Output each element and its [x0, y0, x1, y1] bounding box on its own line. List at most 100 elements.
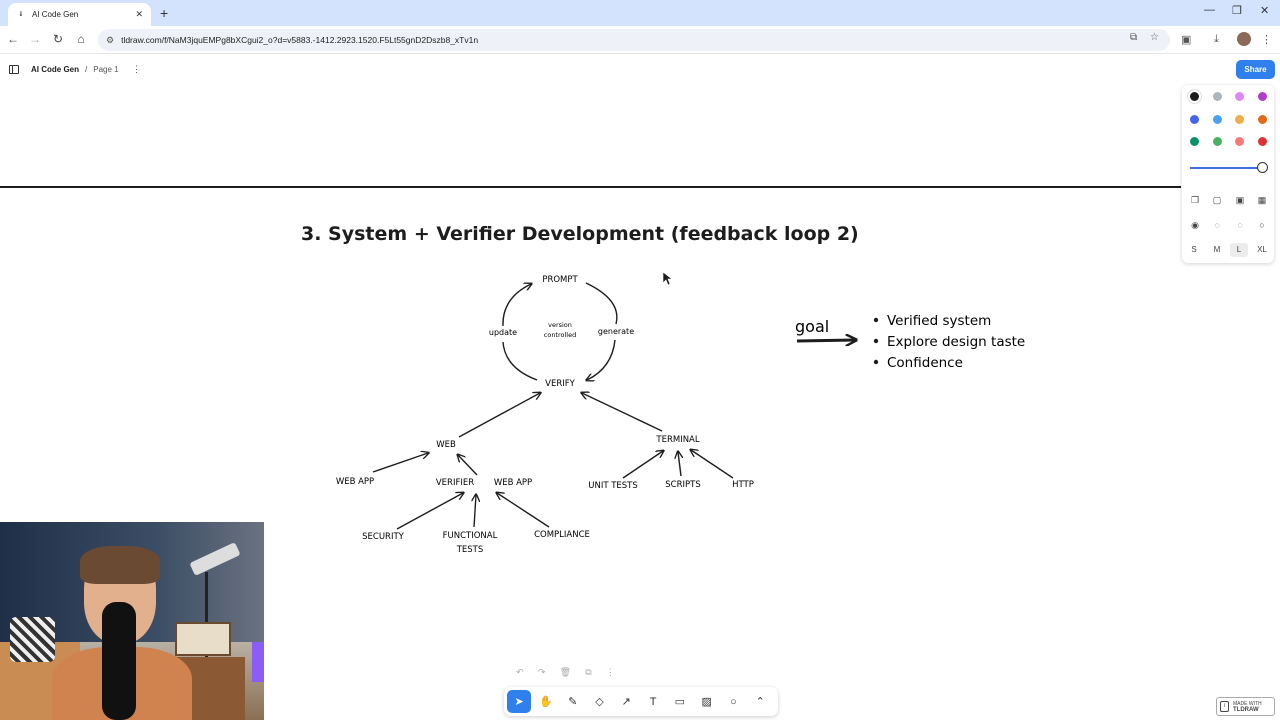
dash-dashed-icon[interactable]: ◌ — [1214, 220, 1220, 230]
share-button[interactable]: Share — [1236, 60, 1275, 79]
opacity-slider-track[interactable] — [1190, 167, 1262, 169]
compliance-label[interactable]: COMPLIANCE — [534, 530, 590, 540]
ellipse-icon[interactable]: ○ — [730, 695, 737, 708]
fill-none-icon[interactable]: ❐ — [1190, 195, 1200, 205]
browser-tab[interactable]: ꜟ AI Code Gen ✕ — [8, 3, 151, 26]
sidebar-toggle-icon[interactable] — [9, 65, 19, 74]
profile-avatar[interactable] — [1237, 32, 1251, 46]
web-app-right-label[interactable]: WEB APP — [494, 478, 532, 488]
window-close-icon[interactable]: ✕ — [1260, 5, 1270, 17]
unit-tests-label[interactable]: UNIT TESTS — [588, 481, 638, 491]
image-icon[interactable]: ▨ — [701, 696, 712, 708]
web-label[interactable]: WEB — [436, 440, 456, 450]
eraser-icon[interactable]: ◇ — [595, 696, 604, 708]
text-icon[interactable]: T — [649, 695, 657, 708]
duplicate-icon[interactable]: ⧉ — [585, 667, 592, 677]
pencil-icon[interactable]: ✎ — [568, 696, 578, 708]
color-swatch[interactable] — [1235, 137, 1244, 146]
address-bar[interactable]: ⚙ tldraw.com/f/NaM3jquEMPg8bXCgui2_o?d=v… — [98, 29, 1170, 51]
color-swatch[interactable] — [1190, 92, 1199, 101]
side-panel-icon[interactable]: ▣ — [1181, 34, 1192, 46]
site-info-icon[interactable]: ⚙ — [106, 34, 115, 45]
size-option-m[interactable]: M — [1213, 245, 1221, 254]
terminal-label[interactable]: TERMINAL — [655, 435, 699, 445]
browser-menu-icon[interactable]: ⋮ — [1261, 34, 1272, 46]
arrow-security-verifier — [396, 493, 463, 530]
size-option-xl[interactable]: XL — [1257, 245, 1267, 254]
arrow-http-terminal — [691, 450, 734, 479]
redo-icon[interactable]: ↷ — [537, 667, 546, 677]
color-swatch[interactable] — [1212, 114, 1222, 124]
color-swatch[interactable] — [1190, 137, 1199, 146]
opacity-slider-thumb[interactable] — [1257, 162, 1268, 173]
tab-close-icon[interactable]: ✕ — [135, 9, 143, 19]
restore-icon[interactable]: ❐ — [1232, 5, 1242, 17]
new-tab-icon[interactable]: + — [160, 5, 169, 21]
color-swatch[interactable] — [1257, 92, 1267, 101]
minimize-icon[interactable]: — — [1204, 4, 1215, 16]
web-app-left-label[interactable]: WEB APP — [336, 477, 374, 487]
http-label[interactable]: HTTP — [732, 480, 754, 490]
goal-label[interactable]: goal — [795, 317, 829, 336]
size-option-s[interactable]: S — [1191, 245, 1197, 254]
made-with-line2: TLDRAW — [1233, 706, 1259, 713]
note-icon[interactable]: ▭ — [674, 696, 686, 708]
downloads-icon[interactable]: ⤓ — [1214, 33, 1219, 45]
color-swatch[interactable] — [1212, 92, 1222, 101]
page-name[interactable]: Page 1 — [93, 65, 119, 74]
browser-toolbar: ← → ↻ ⌂ ⚙ tldraw.com/f/NaM3jquEMPg8bXCgu… — [0, 26, 1280, 54]
dash-solid-icon[interactable]: ○ — [1259, 220, 1265, 230]
browser-tab-strip: ꜟ AI Code Gen ✕ + — ❐ ✕ — [0, 0, 1280, 26]
color-swatch[interactable] — [1235, 92, 1244, 101]
chevron-up-icon[interactable]: ⌃ — [755, 696, 765, 708]
color-swatch[interactable] — [1190, 114, 1199, 124]
arrow-generate-verify — [587, 339, 616, 380]
security-label[interactable]: SECURITY — [362, 532, 405, 542]
hand-icon[interactable]: ✋ — [539, 696, 553, 708]
color-swatch[interactable] — [1257, 114, 1267, 124]
purple-light — [252, 642, 264, 682]
arrow-verify-update — [502, 341, 538, 381]
fill-solid-icon[interactable]: ▣ — [1235, 195, 1245, 205]
bookmark-star-icon[interactable]: ☆ — [1150, 32, 1159, 43]
fill-semi-icon[interactable]: ▢ — [1212, 195, 1222, 205]
version-controlled-line2[interactable]: controlled — [544, 331, 576, 339]
arrow-web-verify — [458, 393, 540, 438]
goal-list[interactable]: Verified system Explore design taste Con… — [873, 313, 1025, 371]
verify-label[interactable]: VERIFY — [545, 379, 575, 389]
dash-dotted-icon[interactable]: ◌ — [1237, 220, 1243, 230]
page-menu-icon[interactable]: ⋮ — [132, 64, 141, 74]
prompt-label[interactable]: PROMPT — [542, 275, 578, 285]
reload-icon[interactable]: ↻ — [52, 32, 64, 46]
made-with-tldraw-badge[interactable]: ꜟ MADE WITH TLDRAW — [1216, 697, 1275, 716]
arrow-icon[interactable]: ↗ — [621, 696, 631, 708]
functional-tests-line1[interactable]: FUNCTIONAL — [443, 531, 498, 541]
size-option-l[interactable]: L — [1230, 243, 1248, 257]
diagram-title[interactable]: 3. System + Verifier Development (feedba… — [301, 223, 859, 245]
update-label[interactable]: update — [489, 328, 517, 337]
more-actions-icon[interactable]: ⋮ — [605, 667, 615, 677]
dash-draw-icon[interactable]: ◉ — [1191, 220, 1199, 230]
verifier-label[interactable]: VERIFIER — [436, 478, 474, 488]
undo-icon[interactable]: ↶ — [516, 667, 524, 677]
home-icon[interactable]: ⌂ — [77, 32, 85, 46]
delete-icon[interactable]: 🗑 — [559, 667, 572, 677]
arrow-unittests-terminal — [622, 451, 663, 479]
fill-pattern-icon[interactable]: ▦ — [1257, 195, 1267, 205]
scripts-label[interactable]: SCRIPTS — [665, 480, 700, 490]
color-swatch[interactable] — [1257, 137, 1267, 146]
back-icon[interactable]: ← — [7, 32, 19, 46]
functional-tests-line2[interactable]: TESTS — [456, 545, 484, 555]
generate-label[interactable]: generate — [598, 327, 634, 336]
arrow-webapp-web — [372, 453, 428, 473]
select-icon[interactable]: ➤ — [507, 690, 532, 713]
color-swatch[interactable] — [1212, 137, 1222, 146]
install-app-icon[interactable]: ⧉ — [1130, 32, 1138, 43]
document-name[interactable]: AI Code Gen — [31, 65, 80, 74]
color-swatch[interactable] — [1235, 114, 1244, 124]
forward-icon[interactable]: → — [29, 32, 41, 46]
goal-item-3: Confidence — [887, 355, 963, 371]
made-with-line1: MADE WITH — [1233, 700, 1262, 707]
version-controlled-line1[interactable]: version — [548, 321, 572, 329]
